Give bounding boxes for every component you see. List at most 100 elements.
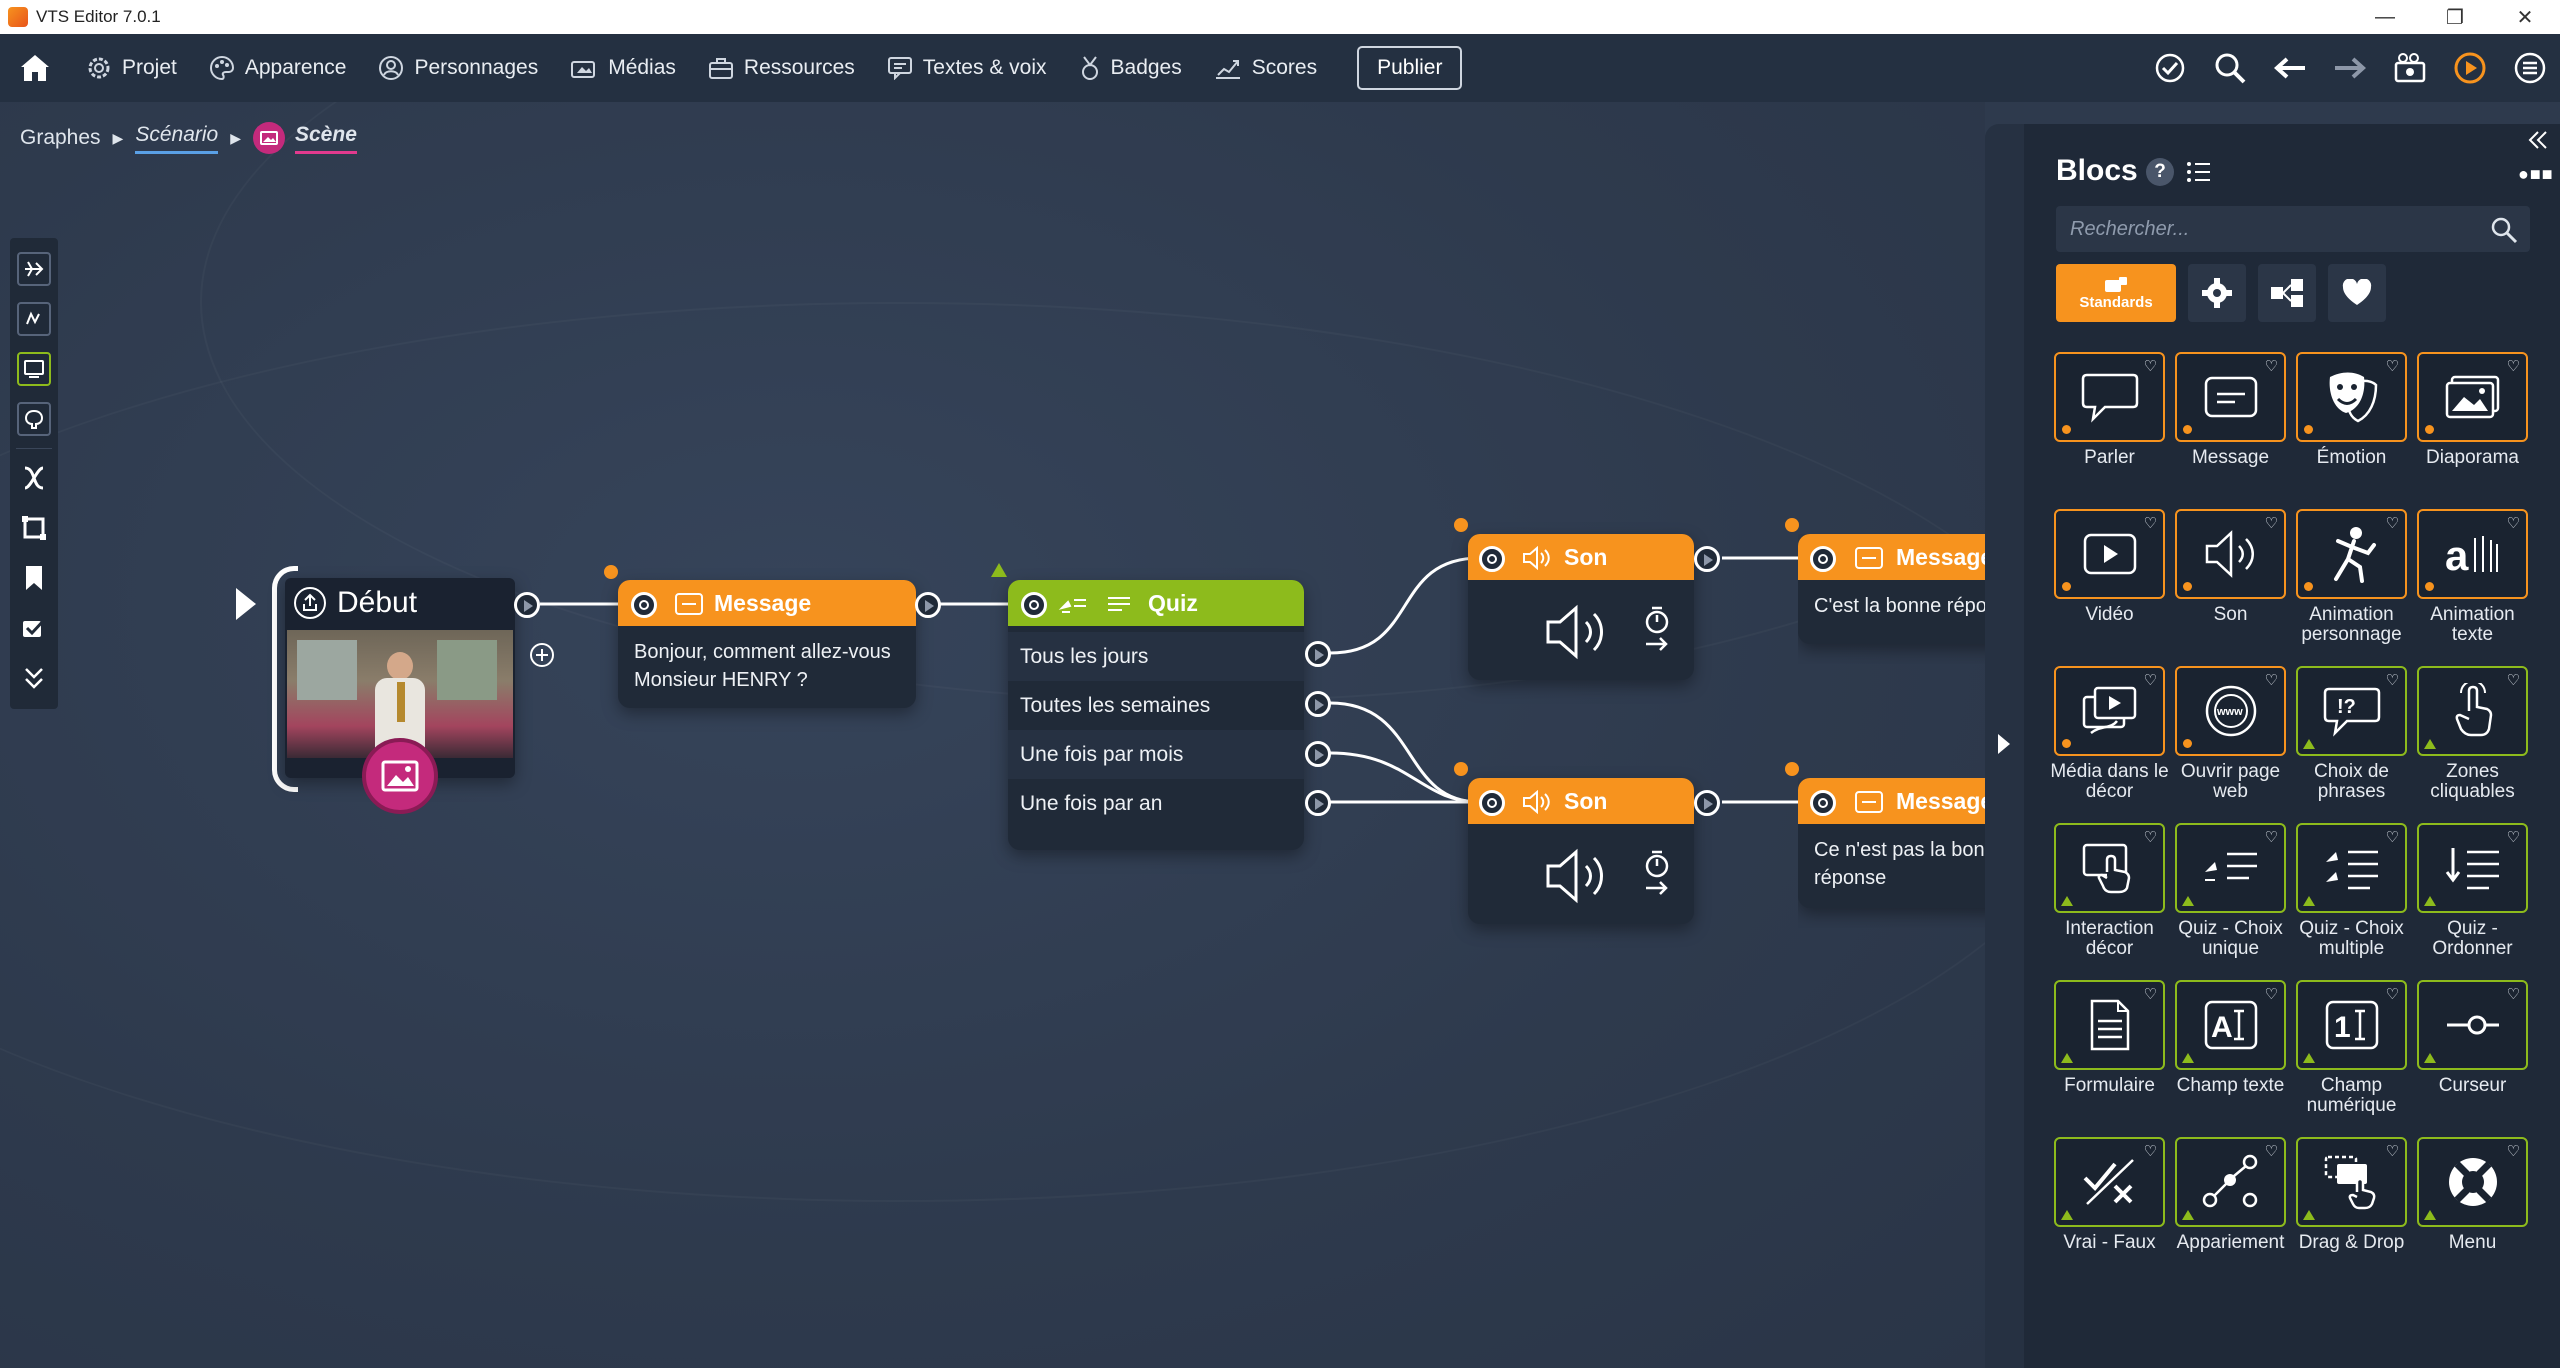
tool-display[interactable] (10, 344, 58, 394)
block-vrai-faux[interactable]: ♡Vrai - Faux (2054, 1137, 2165, 1294)
block-quiz-choix-unique[interactable]: ♡Quiz - Choix unique (2175, 823, 2286, 980)
heart-icon[interactable]: ♡ (2264, 829, 2278, 846)
category-favorites[interactable] (2328, 264, 2386, 322)
tool-checklist[interactable] (10, 603, 58, 653)
chevron-right-icon[interactable] (1995, 732, 2013, 756)
menu-badges[interactable]: Badges (1063, 34, 1198, 102)
son1-output-port[interactable] (1694, 546, 1720, 572)
add-output-icon[interactable] (527, 640, 557, 670)
validate-button[interactable] (2140, 34, 2200, 102)
block-diaporama[interactable]: ♡Diaporama (2417, 352, 2528, 509)
heart-icon[interactable]: ♡ (2385, 358, 2399, 375)
block-media-decor[interactable]: ♡Média dans le décor (2050, 666, 2169, 823)
block-message[interactable]: ♡Message (2175, 352, 2286, 509)
heart-icon[interactable]: ♡ (2264, 672, 2278, 689)
start-play-icon[interactable] (232, 582, 260, 626)
maximize-icon[interactable]: ❐ (2446, 6, 2464, 29)
tool-frame[interactable] (10, 503, 58, 553)
heart-icon[interactable]: ♡ (2506, 672, 2520, 689)
heart-icon[interactable]: ♡ (2143, 672, 2157, 689)
menu-textes-voix[interactable]: Textes & voix (871, 34, 1063, 102)
heart-icon[interactable]: ♡ (2506, 1143, 2520, 1160)
quiz-option[interactable]: Une fois par an (1020, 791, 1163, 815)
message2-input-port[interactable] (1810, 546, 1836, 572)
heart-icon[interactable]: ♡ (2506, 829, 2520, 846)
block-curseur[interactable]: ♡Curseur (2417, 980, 2528, 1137)
quiz-input-port[interactable] (1021, 592, 1047, 618)
block-son[interactable]: ♡Son (2175, 509, 2286, 666)
tool-expand[interactable] (10, 653, 58, 703)
block-interaction-decor[interactable]: ♡Interaction décor (2054, 823, 2165, 980)
scene-camera-button[interactable] (2380, 34, 2440, 102)
quiz-option[interactable]: Une fois par mois (1008, 730, 1304, 779)
heart-icon[interactable]: ♡ (2143, 358, 2157, 375)
son2-node[interactable]: Son (1468, 778, 1694, 924)
heart-icon[interactable]: ♡ (2506, 358, 2520, 375)
message1-output-port[interactable] (915, 592, 941, 618)
message1-input-port[interactable] (631, 592, 657, 618)
block-emotion[interactable]: ♡Émotion (2296, 352, 2407, 509)
category-standards[interactable]: Standards (2056, 264, 2176, 322)
quiz-option[interactable]: Toutes les semaines (1020, 693, 1211, 717)
tool-bookmark[interactable] (10, 553, 58, 603)
blocks-search-input[interactable]: Rechercher... (2056, 206, 2530, 252)
block-animation-personnage[interactable]: ♡Animation personnage (2296, 509, 2407, 666)
menu-apparence[interactable]: Apparence (193, 34, 363, 102)
heart-icon[interactable]: ♡ (2385, 515, 2399, 532)
start-output-port[interactable] (514, 592, 540, 618)
minimize-icon[interactable]: — (2375, 5, 2395, 28)
heart-icon[interactable]: ♡ (2264, 1143, 2278, 1160)
heart-icon[interactable]: ♡ (2143, 986, 2157, 1003)
home-button[interactable] (0, 34, 70, 102)
menu-scores[interactable]: Scores (1198, 34, 1333, 102)
heart-icon[interactable]: ♡ (2264, 358, 2278, 375)
main-menu-button[interactable] (2500, 34, 2560, 102)
block-drag-drop[interactable]: ♡Drag & Drop (2296, 1137, 2407, 1294)
publish-button[interactable]: Publier (1357, 46, 1463, 90)
heart-icon[interactable]: ♡ (2143, 1143, 2157, 1160)
message3-input-port[interactable] (1810, 790, 1836, 816)
heart-icon[interactable]: ♡ (2264, 986, 2278, 1003)
menu-ressources[interactable]: Ressources (692, 34, 871, 102)
panel-collapse-strip[interactable] (1985, 124, 2024, 1368)
block-appariement[interactable]: ♡Appariement (2175, 1137, 2286, 1294)
double-chevron-left-icon[interactable] (2526, 130, 2550, 150)
block-quiz-choix-multiple[interactable]: ♡Quiz - Choix multiple (2296, 823, 2407, 980)
start-node[interactable]: Début (285, 578, 515, 778)
block-parler[interactable]: ♡Parler (2054, 352, 2165, 509)
menu-medias[interactable]: Médias (554, 34, 692, 102)
menu-projet[interactable]: Projet (70, 34, 193, 102)
block-formulaire[interactable]: ♡Formulaire (2054, 980, 2165, 1137)
heart-icon[interactable]: ♡ (2385, 1143, 2399, 1160)
heart-icon[interactable]: ♡ (2385, 829, 2399, 846)
scene-badge[interactable] (362, 738, 438, 814)
heart-icon[interactable]: ♡ (2506, 515, 2520, 532)
heart-icon[interactable]: ♡ (2506, 986, 2520, 1003)
redo-button[interactable] (2320, 34, 2380, 102)
block-video[interactable]: ♡Vidéo (2054, 509, 2165, 666)
play-button[interactable] (2440, 34, 2500, 102)
more-options-icon[interactable]: ●■■ (2518, 164, 2554, 184)
tool-connect[interactable] (10, 244, 58, 294)
quiz-output-port-1[interactable] (1305, 641, 1331, 667)
breadcrumb-scenario[interactable]: Scénario (135, 123, 219, 154)
block-menu[interactable]: ♡Menu (2417, 1137, 2528, 1294)
son2-input-port[interactable] (1479, 790, 1505, 816)
son2-output-port[interactable] (1694, 790, 1720, 816)
breadcrumb-scene[interactable]: Scène (295, 123, 357, 154)
quiz-node[interactable]: Quiz Tous les jours Toutes les semaines … (1008, 580, 1304, 850)
undo-button[interactable] (2260, 34, 2320, 102)
quiz-output-port-3[interactable] (1305, 741, 1331, 767)
block-quiz-ordonner[interactable]: ♡Quiz - Ordonner (2417, 823, 2528, 980)
son1-input-port[interactable] (1479, 546, 1505, 572)
search-icon[interactable] (2490, 216, 2518, 244)
search-button[interactable] (2200, 34, 2260, 102)
menu-personnages[interactable]: Personnages (362, 34, 554, 102)
son1-node[interactable]: Son (1468, 534, 1694, 680)
breadcrumb-graphes[interactable]: Graphes (20, 126, 101, 149)
category-settings[interactable] (2188, 264, 2246, 322)
tool-function[interactable] (10, 294, 58, 344)
